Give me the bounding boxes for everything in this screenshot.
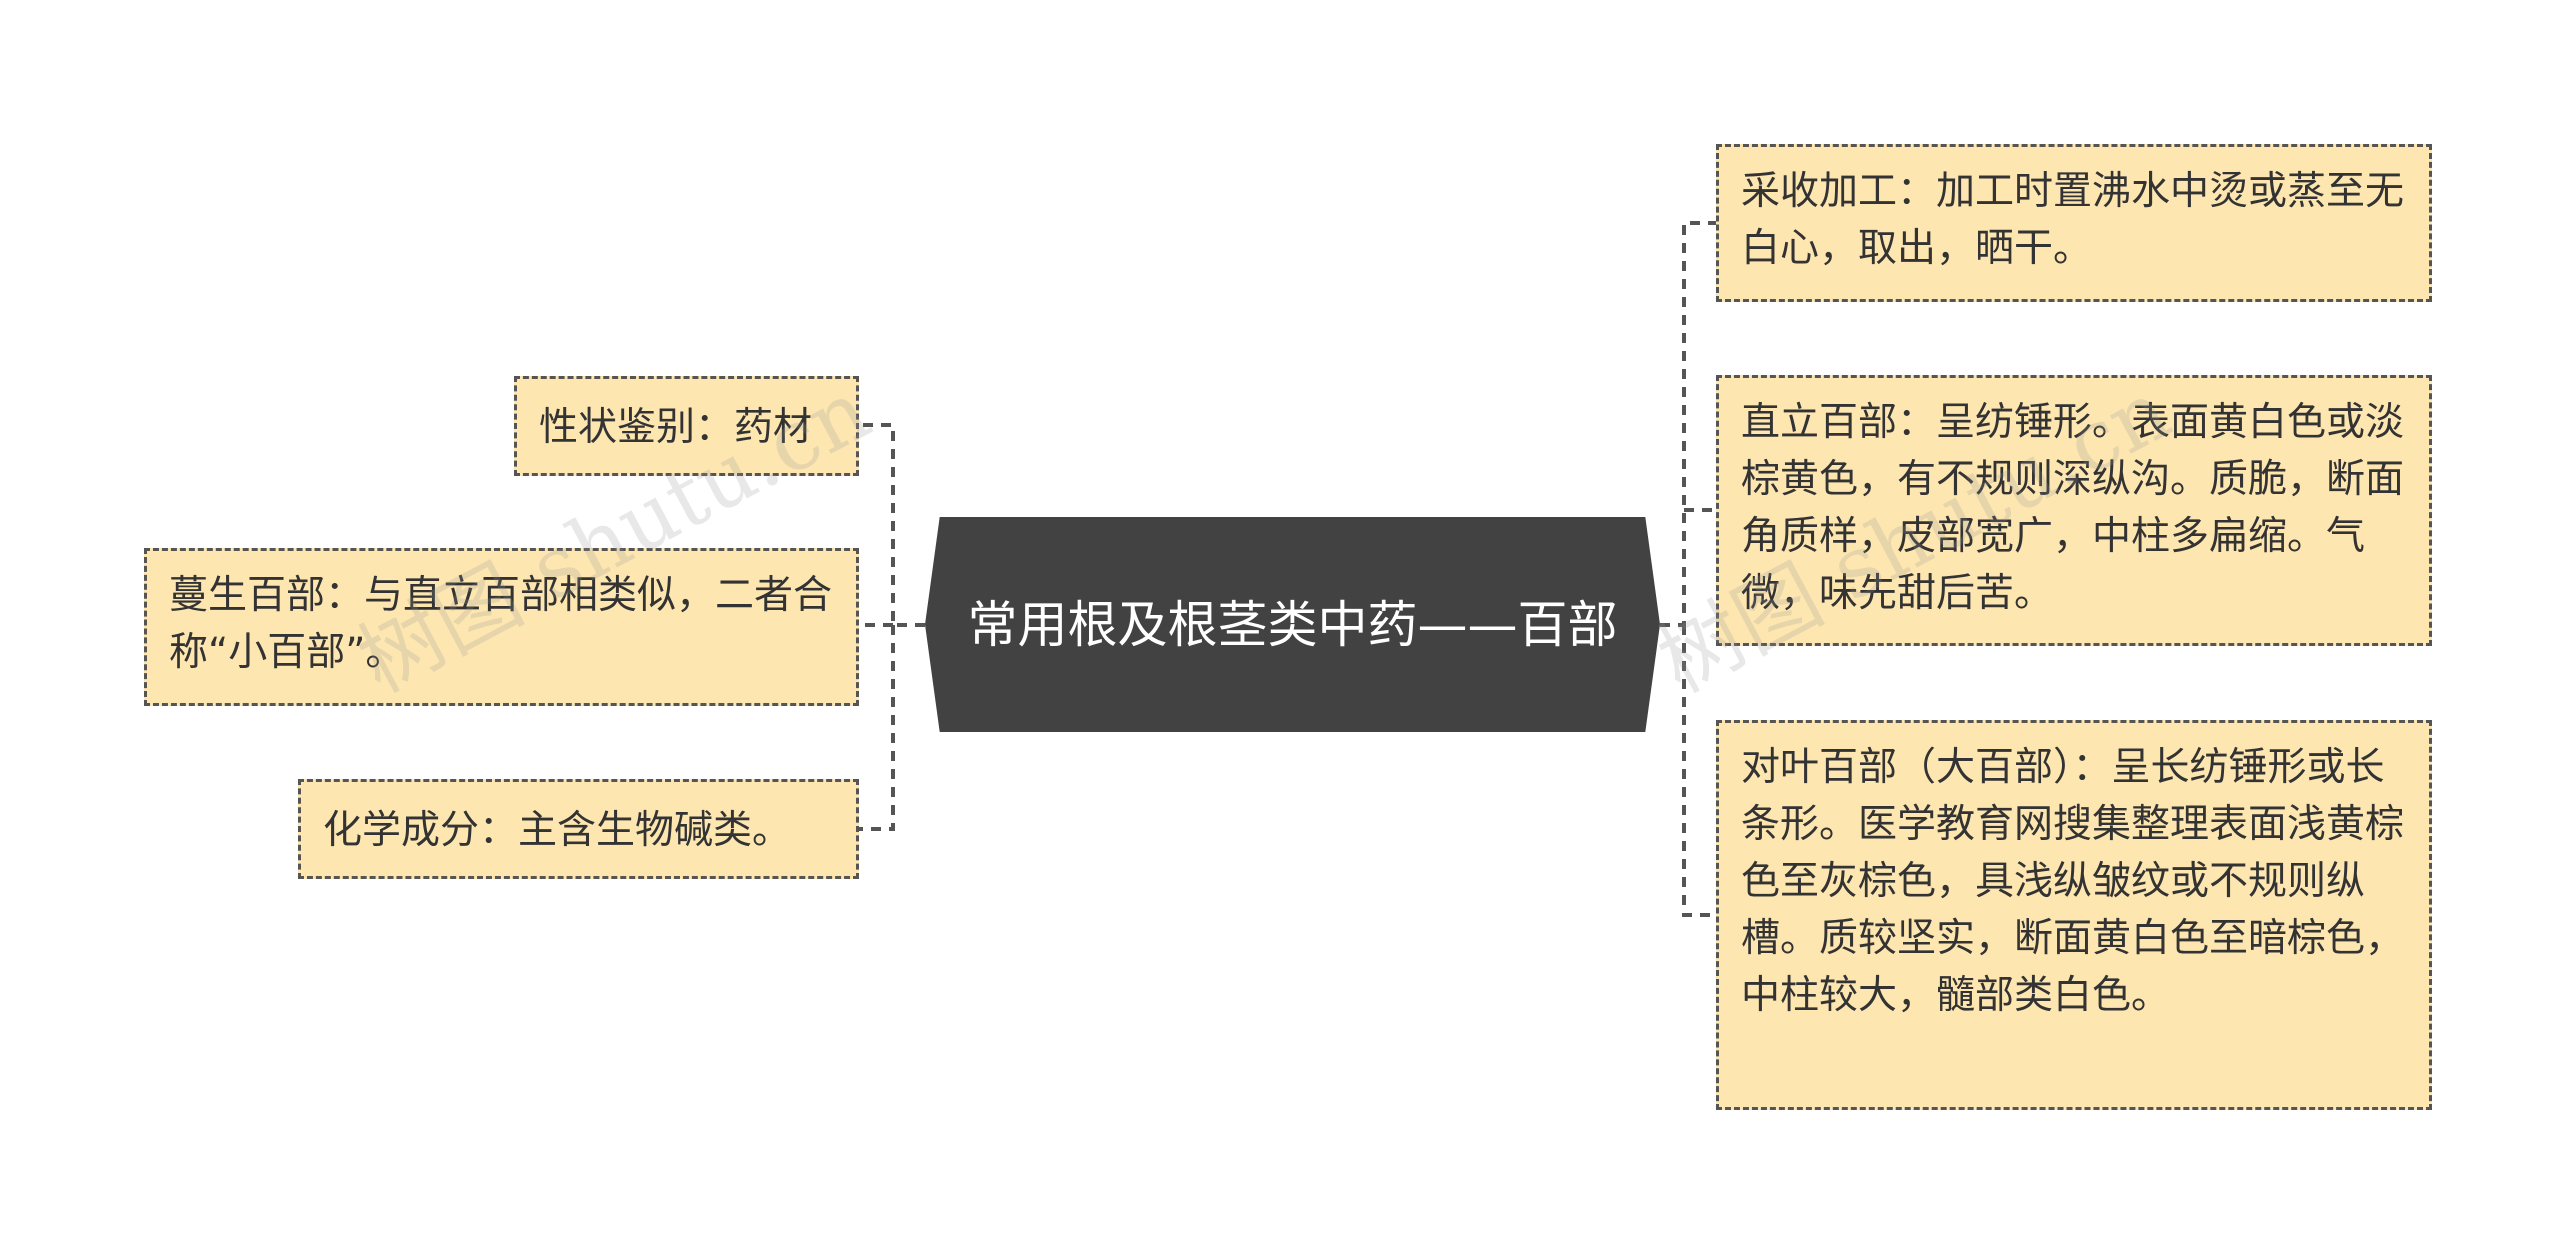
central-topic-title: 常用根及根茎类中药——百部 [967, 595, 1618, 654]
node-xingzhuang-jianbie[interactable]: 性状鉴别：药材 [514, 376, 859, 476]
node-duiye-baibu[interactable]: 对叶百部（大百部）：呈长纺锤形或长条形。医学教育网搜集整理表面浅黄棕色至灰棕色，… [1716, 720, 2432, 1110]
node-caishou-jiagong[interactable]: 采收加工：加工时置沸水中烫或蒸至无白心，取出，晒干。 [1716, 144, 2432, 302]
node-huaxue-chengfen[interactable]: 化学成分：主含生物碱类。 [298, 779, 859, 879]
node-zhili-baibu[interactable]: 直立百部：呈纺锤形。表面黄白色或淡棕黄色，有不规则深纵沟。质脆，断面角质样，皮部… [1716, 375, 2432, 646]
node-text: 直立百部：呈纺锤形。表面黄白色或淡棕黄色，有不规则深纵沟。质脆，断面角质样，皮部… [1741, 400, 2405, 616]
central-topic[interactable]: 常用根及根茎类中药——百部 [925, 517, 1660, 732]
node-text: 对叶百部（大百部）：呈长纺锤形或长条形。医学教育网搜集整理表面浅黄棕色至灰棕色，… [1741, 745, 2405, 1018]
node-text: 蔓生百部：与直立百部相类似，二者合称“小百部”。 [169, 573, 833, 675]
node-text: 采收加工：加工时置沸水中烫或蒸至无白心，取出，晒干。 [1741, 169, 2405, 271]
node-mansheng-baibu[interactable]: 蔓生百部：与直立百部相类似，二者合称“小百部”。 [144, 548, 859, 706]
node-text: 化学成分：主含生物碱类。 [323, 808, 792, 853]
node-text: 性状鉴别：药材 [539, 405, 813, 450]
connector-right-duiye [1682, 625, 1716, 917]
connector-left-trunk [859, 423, 925, 627]
connector-left-huaxue [859, 625, 895, 831]
connector-right-trunk [1660, 221, 1716, 627]
